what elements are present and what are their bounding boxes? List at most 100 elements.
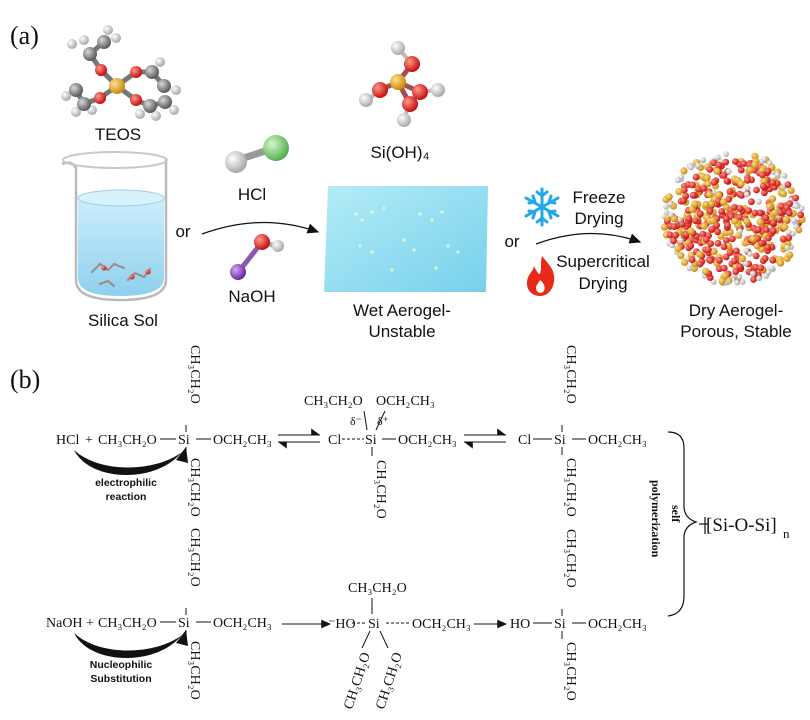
electrophilic-label-1: electrophilic [95,477,157,489]
row-hcl-reactant: HCl + CH₃CH₂O Si OCH₂CH₃ CH₃CH₂O CH₃CH₂O [56,345,272,517]
ethoxy-ts-bottom: CH₃CH₂O [373,460,388,519]
si-oh4-molecule-icon [359,41,445,127]
or-label-1: or [175,222,190,241]
naoh-molecule-icon [230,234,284,280]
snowflake-icon [524,187,560,227]
aerogel-atom [696,250,704,258]
aerogel-atom [689,181,696,189]
aerogel-atom [743,217,751,226]
aerogel-atom [714,228,721,236]
aerogel-atom [751,209,759,217]
aerogel-atom [746,166,754,174]
aerogel-atom [703,174,711,182]
aerogel-atom [723,177,731,185]
self-label: self [669,505,683,523]
aerogel-atom [730,204,738,211]
aerogel-atom [685,215,693,223]
aerogel-atom [777,259,785,267]
aerogel-atom [736,263,744,270]
si-atom-4: Si [178,616,190,631]
equilibrium-arrows-2 [464,428,506,449]
nucleophilic-label-2: Substitution [90,673,151,685]
aerogel-atom [718,208,725,215]
aerogel-atom [779,190,788,198]
aerogel-atom [700,157,706,163]
aerogel-atom [737,166,745,174]
aerogel-atom [702,200,710,209]
hcl-reagent: HCl [56,433,79,448]
ethoxy-top-6: CH₃CH₂O [563,529,578,588]
aerogel-atom [690,264,699,273]
ethoxy-top-4: CH₃CH₂O [187,528,202,587]
aerogel-atom [666,231,674,239]
ethoxy-bottom-4: CH₃CH₂O [187,641,202,700]
aerogel-atom [793,223,799,230]
chlorosilane-product: Cl Si OCH₂CH₃ CH₃CH₂O CH₃CH₂O [518,345,647,517]
aerogel-atom [749,270,756,277]
aerogel-atom [751,161,759,169]
aerogel-atom [700,222,708,230]
aerogel-atom [743,247,750,254]
aerogel-atom [695,185,702,193]
ho-minus: ⁻HO [328,617,356,632]
aerogel-atom [762,214,770,222]
aerogel-atom [706,257,714,264]
polymer-product: [Si-O-Si] n [699,515,790,541]
aerogel-atom [737,180,745,188]
aerogel-atom [765,269,772,276]
aerogel-atom [688,256,696,263]
aerogel-atom [781,223,789,231]
aerogel-atom [716,256,723,264]
hcl-label: HCl [238,185,266,204]
wet-aerogel-label-1: Wet Aerogel- [353,301,451,320]
aerogel-atom [660,223,669,231]
aerogel-atom [753,186,760,194]
aerogel-atom [704,246,712,254]
aerogel-atom [755,226,762,233]
aerogel-atom [667,201,674,207]
aerogel-atom [682,192,690,200]
wet-aerogel-label-2: Unstable [368,322,435,341]
aerogel-atom [681,258,689,266]
electrophilic-attack-arrow [74,450,182,476]
aerogel-atom [769,195,777,203]
aerogel-atom [702,236,710,243]
panel-a-label: (a) [10,21,39,50]
teos-molecule-icon [61,25,181,121]
aerogel-atom [766,202,774,211]
aerogel-atom [749,235,757,243]
flame-icon [526,256,555,296]
aerogel-atom [783,204,791,212]
aerogel-atom [742,260,749,267]
freeze-drying-label-2: Drying [574,209,623,228]
aerogel-atom [663,203,669,210]
aerogel-atom [781,172,788,179]
nucleophilic-label-1: Nucleophilic [90,659,153,671]
aerogel-atom [787,187,795,195]
aerogel-atom [726,249,734,256]
aerogel-atom [720,243,728,251]
aerogel-atom [738,255,747,263]
cl-atom-2: Cl [518,433,531,448]
si-atom-1: Si [178,433,190,448]
aerogel-atom [791,217,797,224]
equilibrium-arrows-1 [278,428,320,449]
aerogel-atom [761,156,768,163]
aerogel-atom [797,211,804,219]
aerogel-atom [675,177,681,184]
aerogel-atom [743,191,750,198]
aerogel-atom [670,223,678,231]
aerogel-atom [706,207,714,215]
ethoxy-ts-top-left: CH₃CH₂O [304,394,363,409]
aerogel-atom [738,191,746,199]
aerogel-atom [748,198,755,206]
aerogel-atom [769,227,777,235]
aerogel-atom [736,274,743,280]
ethoxy-bottom-3: CH₃CH₂O [563,458,578,517]
silanol-product: HO Si OCH₂CH₃ CH₃CH₂O CH₃CH₂O [510,529,647,701]
aerogel-atom [756,218,764,226]
transition-state-2: CH₃CH₂O ⁻HO Si OCH₂CH₃ CH₃CH₂O CH₃CH₂O [328,581,471,711]
aerogel-atom [715,191,723,199]
aerogel-atom [744,176,751,184]
aerogel-atom [723,151,729,158]
